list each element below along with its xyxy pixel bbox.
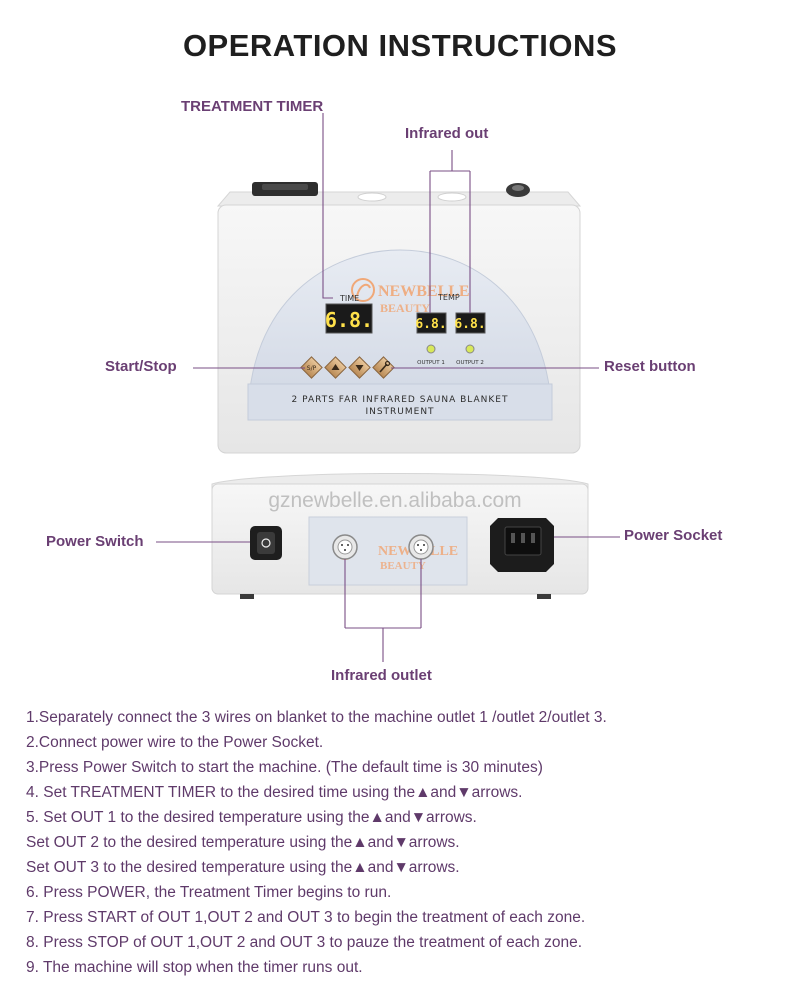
callout-reset-button: Reset button: [604, 358, 696, 375]
reset-button: [372, 356, 395, 379]
output2-led: [465, 344, 475, 354]
down-arrow-button: [348, 356, 371, 379]
step-4: 4. Set TREATMENT TIMER to the desired ti…: [26, 784, 523, 801]
watermark: gznewbelle.en.alibaba.com: [268, 489, 521, 512]
step-2: 2.Connect power wire to the Power Socket…: [26, 734, 324, 751]
output1-label: OUTPUT 1: [417, 360, 445, 366]
output1-display: [416, 312, 447, 334]
timer-display-value: 6.8.: [325, 308, 373, 332]
callout-treatment-timer: TREATMENT TIMER: [181, 98, 324, 115]
step-5-out2: Set OUT 2 to the desired temperature usi…: [26, 834, 460, 851]
brand-subtitle: BEAUTY: [380, 301, 430, 315]
step-5-out3: Set OUT 3 to the desired temperature usi…: [26, 859, 460, 876]
instruction-steps: 1.Separately connect the 3 wires on blan…: [26, 705, 786, 980]
panel-caption-line1: 2 PARTS FAR INFRARED SAUNA BLANKET: [292, 395, 509, 405]
callout-infrared-out: Infrared out: [405, 125, 489, 142]
step-9: 9. The machine will stop when the timer …: [26, 959, 363, 976]
brand-name: NEWBELLE: [378, 283, 470, 300]
step-5: 5. Set OUT 1 to the desired temperature …: [26, 809, 477, 826]
back-brand-subtitle: BEAUTY: [380, 560, 426, 572]
callout-start-stop: Start/Stop: [105, 358, 177, 375]
callout-infrared-outlet: Infrared outlet: [331, 667, 432, 684]
infrared-outlet-2: [408, 534, 434, 560]
device-illustration: NEWBELLE BEAUTY TIME 6.8. TEMP 6.8. 6.8.…: [156, 113, 620, 662]
timer-callout-line: [322, 113, 333, 299]
down-arrow-icon: [355, 365, 364, 371]
infrared-outlet-1: [332, 534, 358, 560]
up-arrow-button: [324, 356, 347, 379]
device-back: gznewbelle.en.alibaba.com NEWBELLE BEAUT…: [211, 473, 589, 599]
time-label: TIME: [339, 294, 359, 303]
sp-label: S/P: [307, 365, 317, 372]
control-panel: [247, 249, 553, 421]
output2-display-value: 6.8.: [454, 317, 485, 332]
power-icon: [261, 538, 271, 548]
step-7: 7. Press START of OUT 1,OUT 2 and OUT 3 …: [26, 909, 586, 926]
power-socket: [490, 518, 554, 572]
step-1: 1.Separately connect the 3 wires on blan…: [26, 709, 607, 726]
timer-display: [325, 303, 373, 334]
output1-led: [426, 344, 436, 354]
callout-power-socket: Power Socket: [624, 527, 723, 544]
output2-label: OUTPUT 2: [456, 360, 484, 366]
output1-display-value: 6.8.: [415, 317, 446, 332]
step-8: 8. Press STOP of OUT 1,OUT 2 and OUT 3 t…: [26, 934, 582, 951]
callout-lines: [156, 113, 620, 662]
page-title: OPERATION INSTRUCTIONS: [182, 28, 618, 63]
panel-caption-line2: INSTRUMENT: [365, 407, 434, 417]
start-stop-button: S/P: [300, 356, 323, 379]
device-front: NEWBELLE BEAUTY TIME 6.8. TEMP 6.8. 6.8.…: [216, 182, 582, 454]
up-arrow-icon: [331, 364, 340, 370]
temp-label: TEMP: [437, 293, 460, 302]
infrared-out-callout-line: [429, 150, 471, 313]
callout-power-switch: Power Switch: [46, 533, 144, 550]
step-6: 6. Press POWER, the Treatment Timer begi…: [26, 884, 392, 901]
step-3: 3.Press Power Switch to start the machin…: [26, 759, 543, 776]
infrared-outlet-callout-line: [344, 559, 422, 662]
power-switch: [250, 526, 282, 560]
brand-logo: [351, 278, 375, 302]
